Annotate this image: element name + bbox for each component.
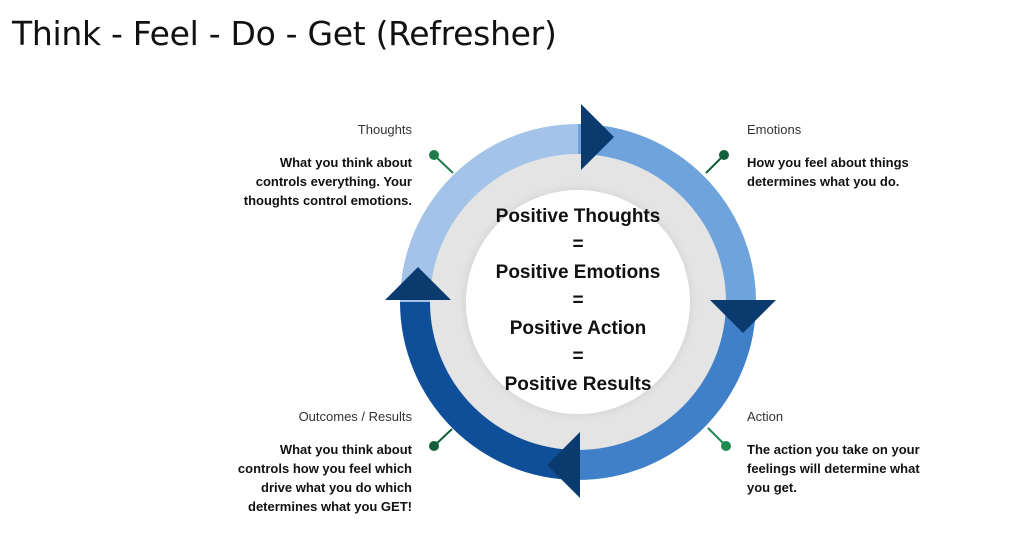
thoughts-description: What you think about controls everything… (244, 153, 412, 210)
arrow-left-icon (547, 432, 580, 498)
connector-emotions (705, 150, 729, 174)
desc-line: What you think about (279, 155, 412, 170)
desc-line: drive what you do which (261, 480, 412, 495)
desc-line: controls how you feel which (237, 461, 412, 476)
center-line: = (572, 290, 584, 311)
arrow-right-icon (581, 104, 614, 170)
action-label: Action (747, 409, 784, 424)
desc-line: controls everything. Your (255, 174, 412, 189)
desc-line: determines what you GET! (248, 499, 412, 514)
outcomes-description: What you think about controls how you fe… (238, 440, 412, 516)
inner-circle (466, 190, 690, 414)
desc-line: determines what you do. (747, 174, 900, 189)
desc-line: The action you take on your (747, 442, 920, 457)
center-line: Positive Results (504, 374, 652, 395)
arrow-up-icon (385, 267, 451, 300)
emotions-label: Emotions (747, 122, 802, 137)
desc-line: feelings will determine what (747, 461, 920, 476)
center-line: = (572, 234, 584, 255)
desc-line: What you think about (279, 442, 412, 457)
center-equation: Positive Thoughts = Positive Emotions = … (478, 203, 678, 399)
connector-action (707, 427, 731, 451)
outcomes-label: Outcomes / Results (298, 409, 412, 424)
connector-outcomes (429, 428, 453, 451)
desc-line: you get. (747, 480, 797, 495)
thoughts-label: Thoughts (357, 122, 412, 137)
center-line: Positive Thoughts (495, 206, 661, 227)
desc-line: thoughts control emotions. (243, 193, 412, 208)
arrow-down-icon (710, 300, 776, 333)
center-line: Positive Emotions (495, 262, 661, 283)
center-line: = (572, 346, 584, 367)
page-title: Think - Feel - Do - Get (Refresher) (12, 14, 557, 53)
action-description: The action you take on your feelings wil… (747, 440, 920, 497)
desc-line: How you feel about things (747, 155, 909, 170)
emotions-description: How you feel about things determines wha… (747, 153, 909, 191)
connector-thoughts (429, 150, 454, 174)
center-line: Positive Action (509, 318, 647, 339)
